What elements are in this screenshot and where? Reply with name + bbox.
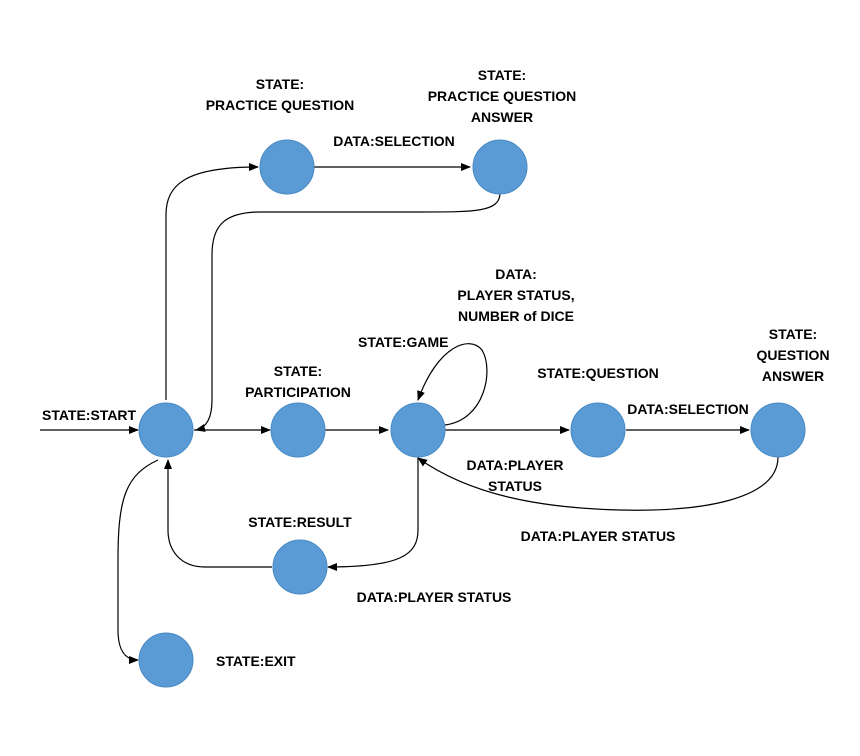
labels: STATE:START STATE: PRACTICE QUESTION STA… — [42, 67, 830, 669]
nodes — [138, 139, 806, 688]
label-question: STATE:QUESTION — [537, 365, 659, 381]
label-practice-question-l2: PRACTICE QUESTION — [206, 97, 355, 113]
label-player-status-right: DATA:PLAYER STATUS — [521, 528, 676, 544]
label-dice-data-l1: DATA: — [495, 266, 536, 282]
edge-start-to-practice-question — [165, 163, 259, 400]
edge-practice-answer-to-start — [195, 192, 501, 432]
node-start[interactable] — [138, 402, 194, 458]
node-question-answer[interactable] — [750, 402, 806, 458]
node-exit[interactable] — [138, 632, 194, 688]
label-practice-answer-l3: ANSWER — [471, 109, 533, 125]
edge-question-answer-to-game — [417, 456, 779, 511]
label-player-status-bottom: DATA:PLAYER STATUS — [357, 589, 512, 605]
label-selection-mid: DATA:SELECTION — [627, 401, 749, 417]
label-practice-answer-l1: STATE: — [478, 67, 526, 83]
label-player-status-short-l2: STATUS — [488, 478, 542, 494]
label-player-status-short-l1: DATA:PLAYER — [467, 457, 564, 473]
label-game: STATE:GAME — [358, 334, 448, 350]
label-dice-data-l3: NUMBER of DICE — [458, 308, 574, 324]
edge-start-to-exit — [117, 459, 159, 664]
node-game[interactable] — [390, 402, 446, 458]
label-participation-l1: STATE: — [274, 363, 322, 379]
label-start: STATE:START — [42, 407, 137, 423]
node-question[interactable] — [570, 402, 626, 458]
node-result[interactable] — [272, 539, 328, 595]
edge-result-to-start — [164, 459, 272, 568]
node-participation[interactable] — [270, 402, 326, 458]
label-practice-answer-l2: PRACTICE QUESTION — [428, 88, 577, 104]
label-selection-top: DATA:SELECTION — [333, 133, 455, 149]
label-dice-data-l2: PLAYER STATUS, — [457, 287, 574, 303]
label-question-answer-l3: ANSWER — [762, 368, 824, 384]
label-participation-l2: PARTICIPATION — [245, 384, 351, 400]
node-practice-question-answer[interactable] — [472, 139, 528, 195]
edge-game-to-result — [327, 458, 419, 571]
label-question-answer-l2: QUESTION — [756, 347, 829, 363]
label-question-answer-l1: STATE: — [769, 326, 817, 342]
label-exit: STATE:EXIT — [216, 653, 296, 669]
node-practice-question[interactable] — [259, 139, 315, 195]
label-result: STATE:RESULT — [248, 514, 352, 530]
edges — [40, 163, 779, 664]
edge-game-self-loop — [417, 343, 488, 426]
label-practice-question-l1: STATE: — [256, 76, 304, 92]
